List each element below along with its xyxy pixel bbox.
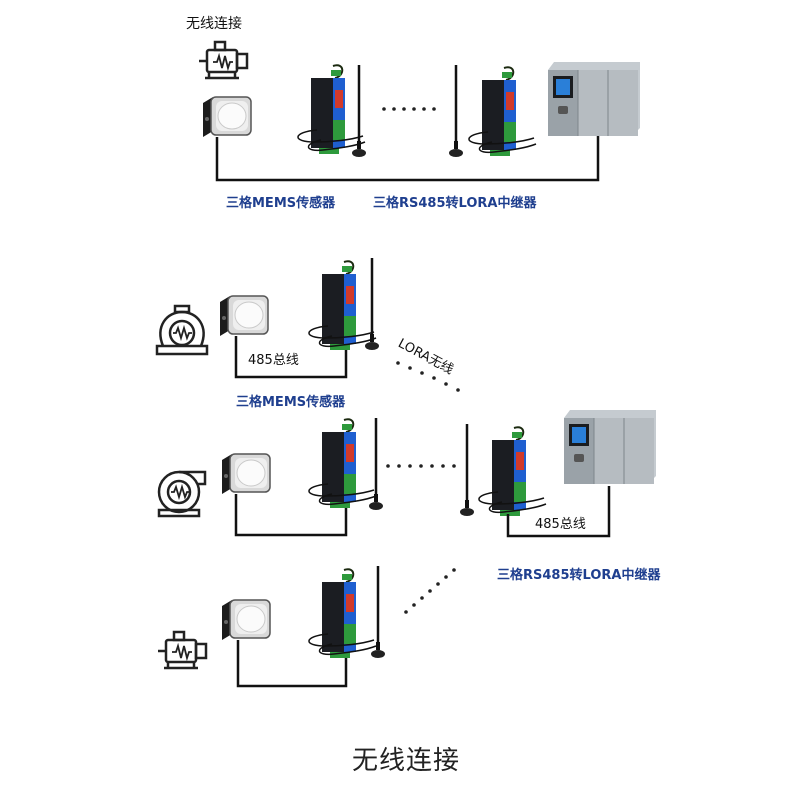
sensor-icon [221,453,271,495]
repeater-label-top: 三格RS485转LORA中继器 [373,196,537,211]
lora-repeater-icon [307,260,377,351]
motor-icon [199,40,249,80]
sensor-icon [221,599,271,641]
dotted-link [382,107,436,111]
blower-icon [157,470,207,518]
dotted-link [396,361,460,392]
lora-repeater-icon [467,66,537,157]
antenna-icon [458,422,476,518]
motor-icon [158,630,208,670]
plc-icon [547,61,641,137]
caption: 无线连接 [352,746,461,776]
bus-label-left: 485总线 [248,353,299,368]
top-title: 无线连接 [186,16,242,32]
lora-repeater-icon [477,426,547,517]
lora-repeater-icon [307,568,377,659]
sensor-icon [219,295,269,337]
repeater-label-bottom: 三格RS485转LORA中继器 [497,568,661,583]
pump-icon [155,304,209,356]
lora-repeater-icon [296,64,366,155]
sensor-icon [202,96,252,138]
dotted-link [386,464,456,468]
antenna-icon [363,256,381,352]
sensor-label-middle: 三格MEMS传感器 [236,395,346,410]
sensor-label-top: 三格MEMS传感器 [226,196,336,211]
antenna-icon [447,63,465,159]
antenna-icon [369,564,387,660]
bus-label-right: 485总线 [535,517,586,532]
antenna-icon [367,416,385,512]
dotted-link [404,568,456,614]
lora-repeater-icon [307,418,377,509]
plc-icon [563,409,657,485]
